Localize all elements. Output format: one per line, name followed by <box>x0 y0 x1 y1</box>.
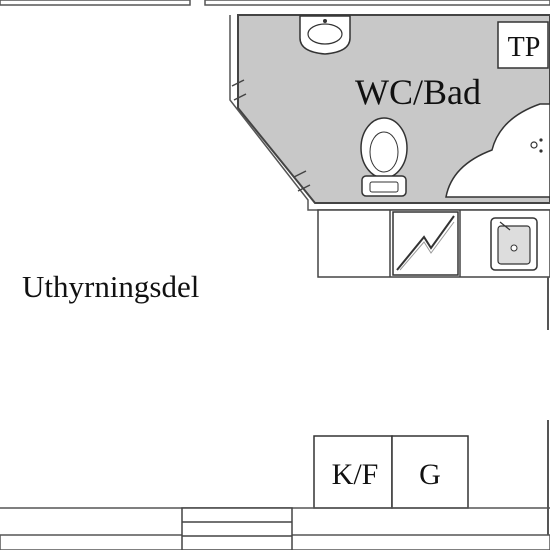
tp-box: TP <box>497 21 549 69</box>
g-cabinet: G <box>391 435 469 509</box>
toilet-icon <box>360 117 408 197</box>
bathroom-area <box>237 14 550 204</box>
rental-room-label: Uthyrningsdel <box>22 269 199 304</box>
shower-icon <box>445 103 550 198</box>
top-wall <box>0 0 550 6</box>
kitchen-sink-icon <box>490 217 538 271</box>
kf-label: K/F <box>332 458 379 491</box>
washbasin-icon <box>299 15 351 55</box>
bathroom-slanted-wall-marks <box>231 79 311 192</box>
g-label: G <box>419 458 441 491</box>
bottom-window <box>181 507 293 550</box>
bathroom-label: WC/Bad <box>355 72 481 112</box>
stove-icon <box>392 211 459 276</box>
kf-cabinet: K/F <box>313 435 393 509</box>
tp-label: TP <box>508 32 541 63</box>
